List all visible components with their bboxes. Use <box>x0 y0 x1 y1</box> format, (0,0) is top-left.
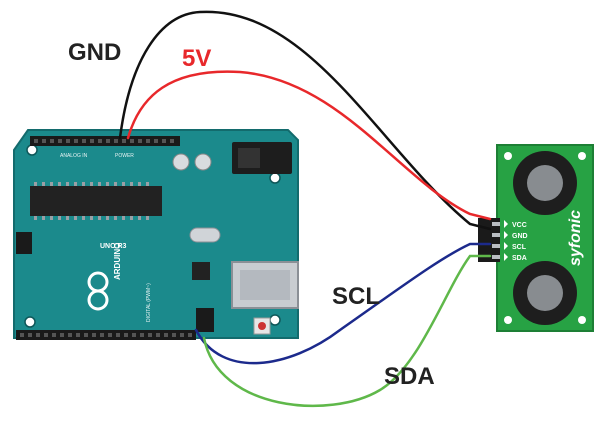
sensor-mounting-hole <box>578 152 586 160</box>
digital-header <box>16 330 196 340</box>
v5-wire <box>126 70 492 221</box>
sda-wire <box>202 254 492 407</box>
icsp-header <box>16 232 32 254</box>
microcontroller-chip <box>30 186 162 216</box>
sensor-brand-logo: syfonic <box>567 210 584 266</box>
analog-in-label: ANALOG IN <box>60 153 88 159</box>
sensor-pin-scl: SCL <box>512 244 527 251</box>
model-label: UNO R3 <box>100 243 127 250</box>
sensor-mounting-hole <box>504 152 512 160</box>
icsp-header-2 <box>196 308 214 332</box>
sensor-pin-sda: SDA <box>512 255 527 262</box>
mounting-hole <box>269 172 281 184</box>
gnd-label: GND <box>68 39 121 66</box>
transducer-bottom <box>513 261 577 325</box>
sensor-pin-vcc: VCC <box>512 222 527 229</box>
gnd-wire <box>118 10 492 231</box>
scl-label: SCL <box>332 283 380 310</box>
arduino-logo-icon <box>87 271 109 311</box>
sensor-pin-header <box>478 218 500 262</box>
mounting-hole <box>24 316 36 328</box>
brand-label: ARDUINO <box>113 243 122 280</box>
scl-wire <box>194 242 492 365</box>
mounting-hole <box>26 144 38 156</box>
crystal-oscillator <box>189 227 221 243</box>
transducer-top <box>513 151 577 215</box>
sensor-mounting-hole <box>504 316 512 324</box>
sda-label: SDA <box>384 363 435 390</box>
ultrasonic-sensor-module: VCC GND SCL SDA syfonic <box>478 144 594 332</box>
capacitor <box>194 153 212 171</box>
wires <box>118 10 492 407</box>
capacitor <box>172 153 190 171</box>
arduino-board: ANALOG IN POWER <box>13 129 299 340</box>
mounting-hole <box>269 314 281 326</box>
digital-label: DIGITAL (PWM~) <box>146 283 152 322</box>
sensor-mounting-hole <box>578 316 586 324</box>
v5-label: 5V <box>182 45 211 72</box>
sensor-pin-gnd: GND <box>512 233 528 240</box>
power-analog-header <box>30 136 180 146</box>
power-label: POWER <box>115 153 134 159</box>
usb-chip <box>192 262 210 280</box>
